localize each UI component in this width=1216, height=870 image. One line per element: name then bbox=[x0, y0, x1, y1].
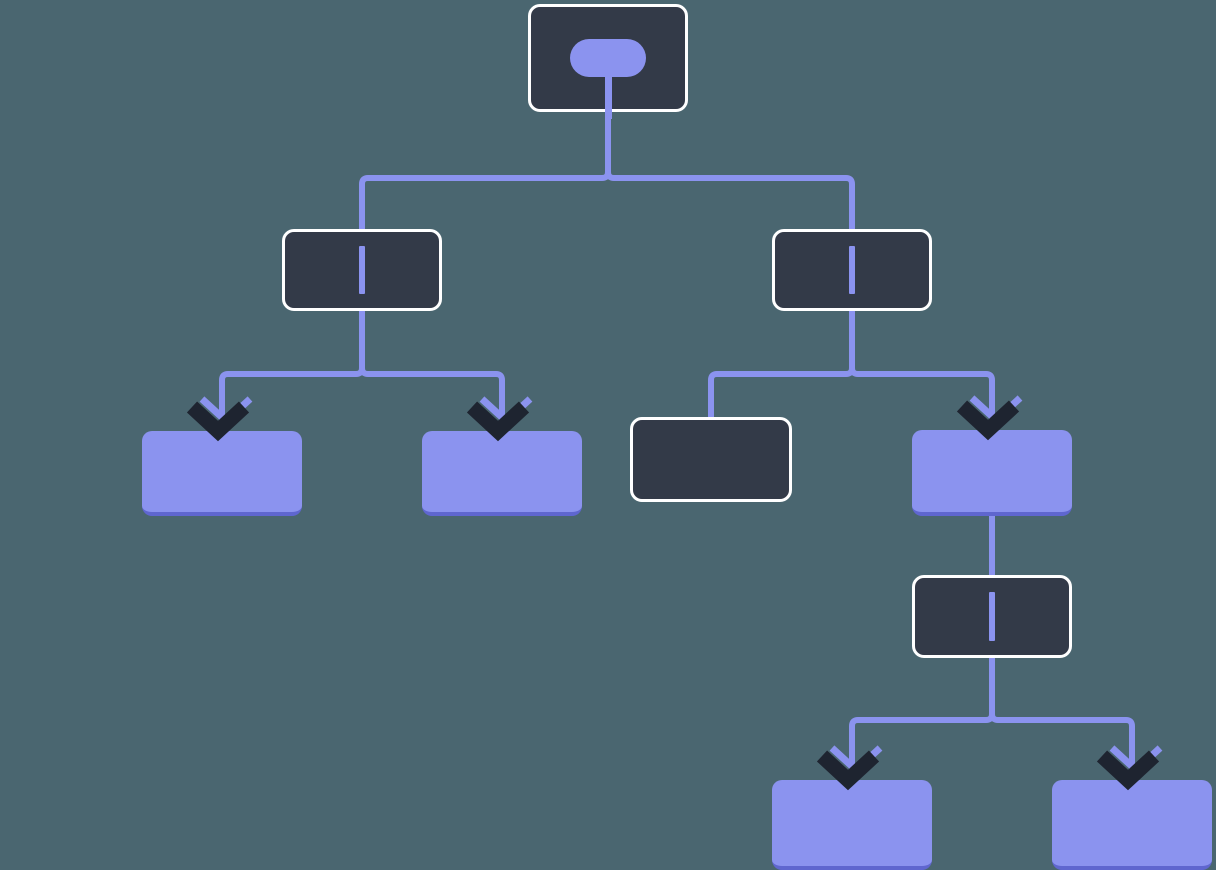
diagram-node-dark[interactable] bbox=[282, 229, 442, 311]
connector-edge bbox=[219, 311, 365, 431]
diagram-node-leaf[interactable] bbox=[142, 431, 302, 516]
connector-edge bbox=[359, 311, 505, 431]
vertical-bar-icon bbox=[989, 592, 995, 641]
connector-edge bbox=[605, 112, 855, 229]
connector-edge bbox=[849, 658, 995, 780]
diagram-node-leaf[interactable] bbox=[422, 431, 582, 516]
diagram-node-leaf[interactable] bbox=[772, 780, 932, 870]
arrowhead-double-chevron-icon bbox=[186, 396, 253, 442]
diagram-node-dark[interactable] bbox=[630, 417, 792, 502]
diagram-node-leaf[interactable] bbox=[1052, 780, 1212, 870]
diagram-node-dark[interactable] bbox=[912, 575, 1072, 658]
connector-edge bbox=[849, 311, 995, 430]
arrowhead-double-chevron-icon bbox=[816, 745, 883, 791]
pill-stem-icon-shaft bbox=[604, 77, 612, 119]
arrowhead-double-chevron-icon bbox=[1096, 745, 1163, 791]
connector-edge bbox=[989, 658, 1135, 780]
connector-edge bbox=[708, 311, 855, 417]
diagram-node-dark[interactable] bbox=[528, 4, 688, 119]
diagram-title: Hierarchical tree flowchart bbox=[0, 21, 1, 22]
vertical-bar-icon bbox=[359, 246, 365, 294]
diagram-node-dark[interactable] bbox=[772, 229, 932, 311]
pill-head-icon bbox=[570, 39, 646, 77]
arrowhead-double-chevron-icon bbox=[466, 396, 533, 442]
arrowhead-double-chevron-icon bbox=[956, 395, 1023, 441]
vertical-bar-icon bbox=[849, 246, 855, 294]
diagram-node-leaf[interactable] bbox=[912, 430, 1072, 516]
pill-stem-icon bbox=[570, 39, 646, 119]
connector-edge bbox=[359, 112, 611, 229]
